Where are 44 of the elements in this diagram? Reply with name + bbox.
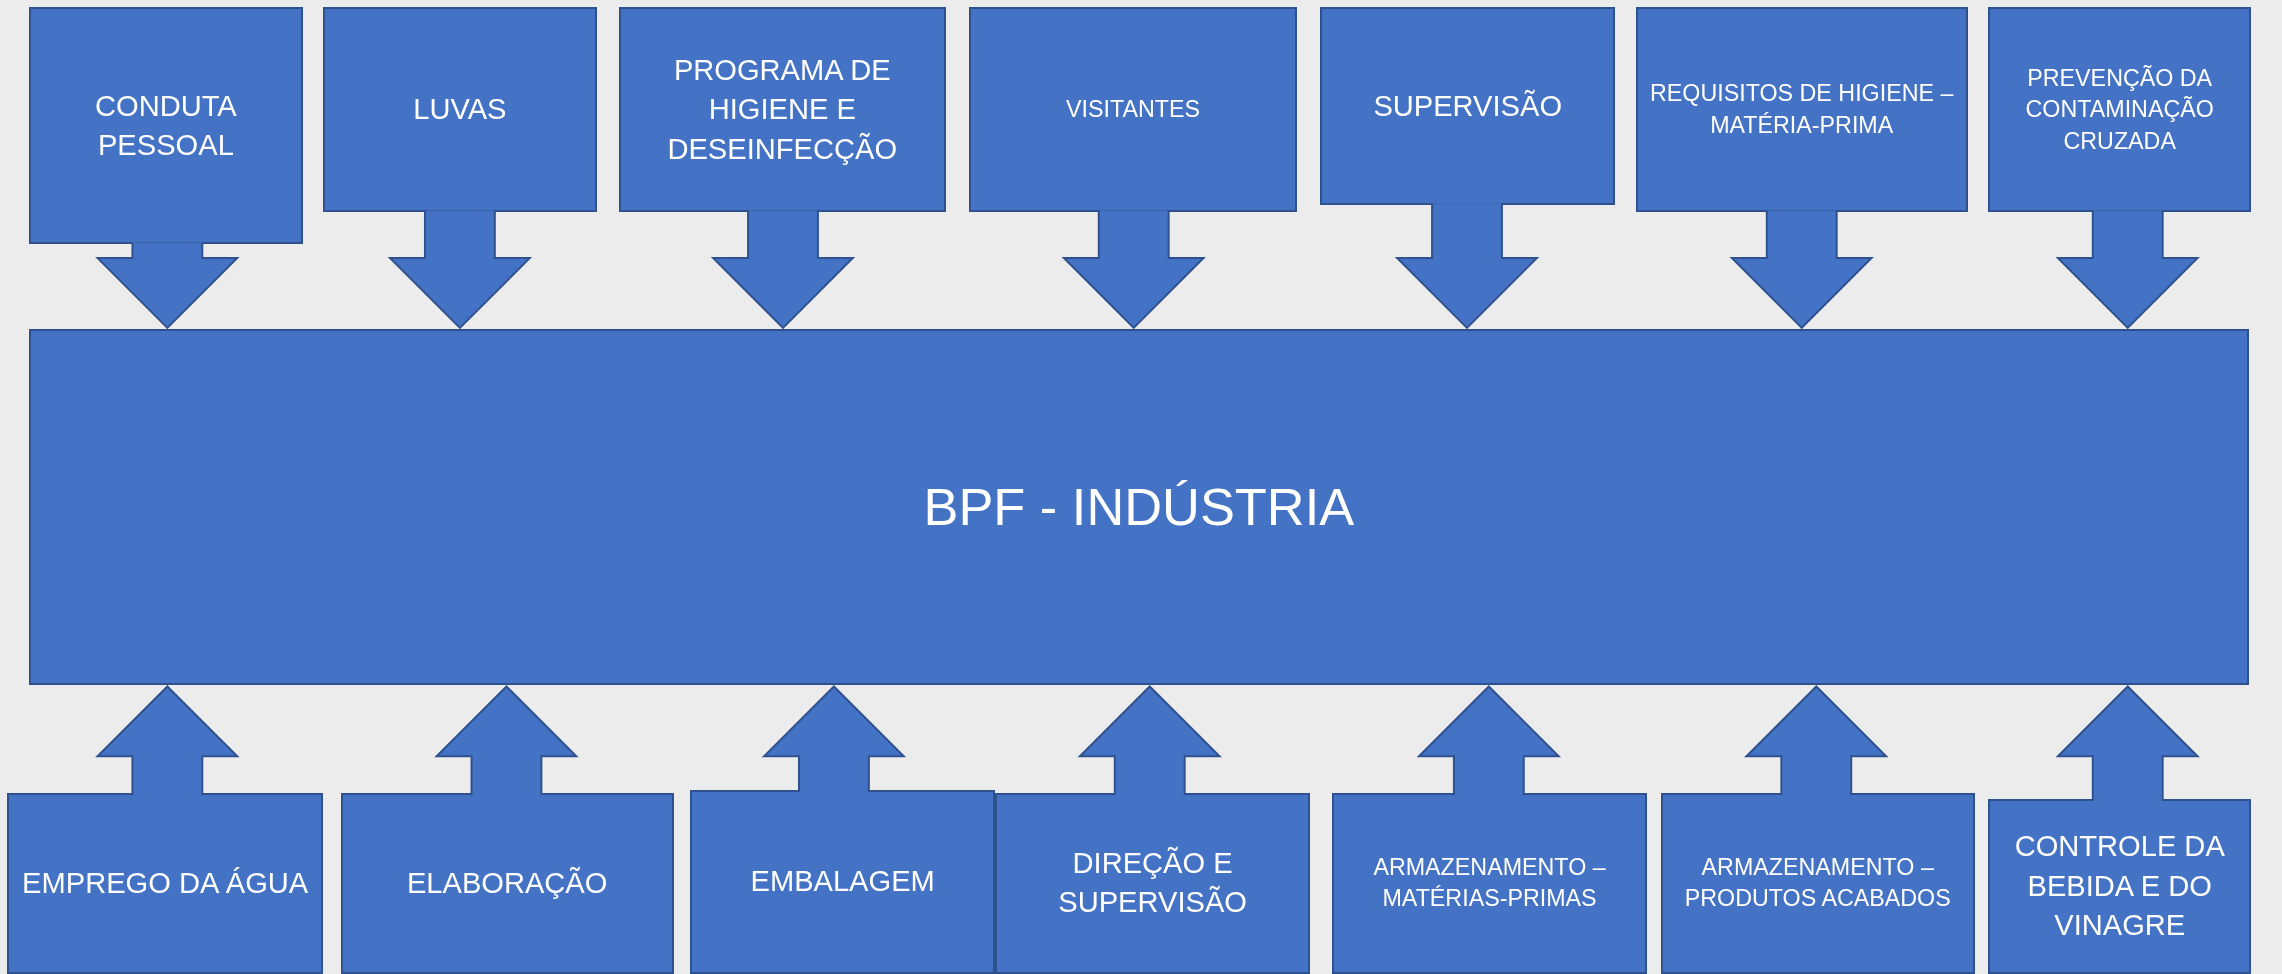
box-label: LUVAS [413,92,507,128]
callout-box [7,793,324,974]
callout-box [618,7,946,213]
callout-box [29,7,303,245]
callout-box [689,790,996,974]
block-arrow [1416,685,1562,797]
callout-box [340,793,674,974]
callout-box [995,793,1310,974]
box-label: CONTROLE DA BEBIDA E DO VINAGRE [2013,829,2226,943]
box-label: ARMAZENAMENTO – PRODUTOS ACABADOS [1683,852,1952,914]
block-arrow [2055,209,2200,330]
block-arrow [95,241,240,330]
central-box [29,328,2249,686]
callout-box [1988,799,2252,974]
box-label: BPF - INDÚSTRIA [923,476,1355,538]
box-label: SUPERVISÃO [1373,88,1563,124]
box-label: CONDUTA PESSOAL [94,88,238,163]
box-label: DIREÇÃO E SUPERVISÃO [1057,845,1248,921]
block-arrow [761,685,907,794]
callout-box [1988,7,2252,213]
block-arrow [1744,685,1889,797]
box-label: PROGRAMA DE HIGIENE E DESEINFECÇÃO [666,52,898,167]
block-arrow [2055,685,2200,802]
callout-box [1331,793,1648,974]
block-arrow [95,685,240,797]
box-label: REQUISITOS DE HIGIENE – MATÉRIA-PRIMA [1649,79,1955,140]
block-arrow [1061,209,1206,330]
block-arrow [1729,209,1874,330]
callout-box [1660,793,1975,974]
box-label: EMBALAGEM [750,864,935,900]
callout-box [969,7,1297,213]
callout-box [1320,7,1616,206]
block-arrow [1077,685,1222,797]
block-arrow [710,209,856,330]
box-label: PREVENÇÃO DA CONTAMINAÇÃO CRUZADA [2024,63,2215,156]
box-label: VISITANTES [1066,95,1200,125]
box-label: ELABORAÇÃO [406,865,608,901]
callout-box [1635,7,1968,213]
block-arrow [1394,202,1540,330]
block-arrow [434,685,579,797]
box-label: ARMAZENAMENTO – MATÉRIAS-PRIMAS [1372,852,1607,914]
callout-box [323,7,597,213]
box-label: EMPREGO DA ÁGUA [22,865,309,901]
block-arrow [387,209,533,330]
